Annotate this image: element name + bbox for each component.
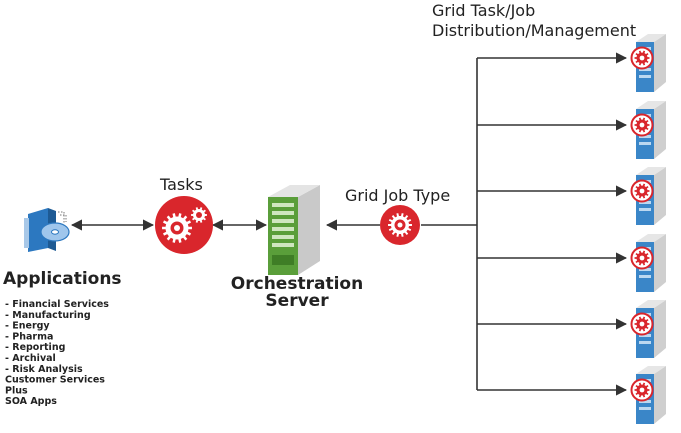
grid-server-gear-icon [630,34,666,92]
applications-title: Applications [3,269,122,289]
gear-icon [380,205,420,245]
applications-list-item: - Financial Services [5,299,109,310]
applications-list-item: - Reporting [5,342,65,353]
applications-list-item: - Risk Analysis [5,364,83,375]
distribution-branches [477,52,628,396]
gears-icon [155,196,213,254]
applications-list-item: - Pharma [5,331,53,342]
applications-list-item: - Manufacturing [5,310,91,321]
grid-server-gear-icon [630,300,666,358]
grid-nodes [630,34,666,424]
applications-list-item: Plus [5,385,28,396]
applications-list-item: - Energy [5,321,50,332]
grid-job-type-label: Grid Job Type [345,186,450,205]
grid-server-gear-icon [630,366,666,424]
server-label-line1: Orchestration [231,274,363,294]
server-rack-icon [268,185,320,275]
applications-list-item: Customer Services [5,375,105,386]
applications-list-item: - Archival [5,353,56,364]
tasks-label: Tasks [159,175,203,194]
grid-header-line1: Grid Task/Job [432,1,535,20]
grid-server-gear-icon [630,234,666,292]
applications-list: - Financial Services- Manufacturing- Ene… [5,299,109,407]
server-label-line2: Server [265,291,329,311]
applications-list-item: SOA Apps [5,396,57,407]
grid-server-gear-icon [630,101,666,159]
grid-server-gear-icon [630,167,666,225]
grid-header-line2: Distribution/Management [432,21,636,40]
application-cd-icon [24,208,70,252]
